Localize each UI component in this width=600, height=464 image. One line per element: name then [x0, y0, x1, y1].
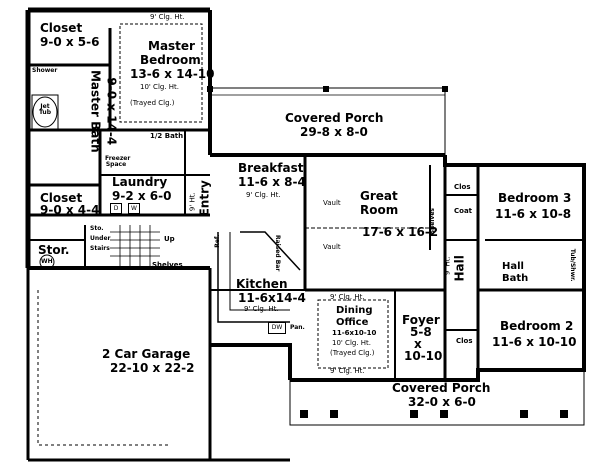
pantry-label: Pan.	[290, 324, 305, 331]
shelves-right-label: Shelves	[428, 208, 436, 235]
covered-porch-top-name: Covered Porch	[285, 111, 384, 125]
bedroom3-clos: Clos	[454, 183, 471, 191]
stor-label: Stor.	[38, 243, 70, 257]
dining-trayed: (Trayed Clg.)	[330, 349, 375, 357]
great-room-dims: 17-6 x 16-2	[362, 225, 439, 239]
kitchen-dims: 11-6x14-4	[238, 291, 306, 305]
raised-bar-label: Raised Bar	[274, 234, 282, 272]
laundry-name: Laundry	[112, 175, 168, 189]
closet-top-dims: 9-0 x 5-6	[40, 35, 100, 49]
master-bedroom-name-2: Bedroom	[140, 53, 201, 67]
covered-porch-top-dims: 29-8 x 8-0	[300, 125, 368, 139]
closet-bottom-dims: 9-0 x 4-4	[40, 203, 100, 217]
breakfast-name: Breakfast	[238, 161, 304, 175]
garage-name: 2 Car Garage	[102, 347, 191, 361]
master-bath-name: Master Bath	[88, 69, 103, 153]
dishwasher-label: DW	[268, 322, 286, 334]
dining-clg: 10' Clg. Ht.	[332, 339, 372, 347]
dryer-label: D	[110, 203, 122, 214]
hall-bath-tub: Tub/Shwr.	[569, 248, 577, 282]
foyer-dims-1: 5-8	[410, 325, 432, 339]
foyer-name: Foyer	[402, 313, 440, 327]
dining-clg-top: 9' Clg. Ht.	[330, 293, 365, 301]
bedroom2-clos: Clos	[456, 337, 473, 345]
hall-bath-name-1: Hall	[502, 261, 524, 272]
laundry-dims: 9-2 x 6-0	[112, 189, 172, 203]
great-room-name-2: Room	[360, 203, 399, 217]
jet-tub-label: Jet Tub	[39, 103, 51, 117]
stairs-up-label: Up	[164, 235, 175, 243]
bedroom2-name: Bedroom 2	[500, 319, 574, 333]
master-bedroom-clg2: 10' Clg. Ht.	[140, 83, 180, 91]
great-room-vault-2: Vault	[323, 243, 341, 251]
sto-under-stairs-3: Stairs	[90, 245, 110, 252]
breakfast-clg: 9' Clg. Ht.	[246, 191, 281, 199]
closet-bottom-name: Closet	[40, 191, 83, 205]
entry-name: Entry	[197, 180, 212, 217]
shower-label: Shower	[32, 67, 58, 74]
breakfast-dims: 11-6 x 8-4	[238, 175, 306, 189]
washer-label: W	[128, 203, 140, 214]
master-bedroom-name-1: Master	[148, 39, 195, 53]
master-bedroom-clg: 9' Clg. Ht.	[150, 13, 185, 21]
covered-porch-bottom-name: Covered Porch	[392, 381, 491, 395]
foyer-dims-2: x	[414, 337, 422, 351]
master-bedroom-dims: 13-6 x 14-10	[130, 67, 215, 81]
water-heater-label: WH	[41, 258, 53, 265]
dining-name-1: Dining	[336, 305, 373, 316]
sto-under-stairs-2: Under	[90, 235, 111, 242]
bedroom3-name: Bedroom 3	[498, 191, 572, 205]
shelves-left-label: Shelves	[152, 261, 183, 269]
master-bedroom-trayed: (Trayed Clg.)	[130, 99, 175, 107]
garage-dims: 22-10 x 22-2	[110, 361, 195, 375]
sto-under-stairs-1: Sto.	[90, 225, 104, 232]
dining-clg-bottom: 9' Clg. Ht.	[330, 367, 365, 375]
dining-name-2: Office	[336, 317, 369, 328]
foyer-dims-3: 10-10	[404, 349, 443, 363]
covered-porch-bottom-dims: 32-0 x 6-0	[408, 395, 476, 409]
hall-name: Hall	[452, 255, 467, 282]
bedroom2-dims: 11-6 x 10-10	[492, 335, 577, 349]
great-room-vault-1: Vault	[323, 199, 341, 207]
great-room-name-1: Great	[360, 189, 398, 203]
bedroom3-coat: Coat	[454, 207, 473, 215]
hall-bath-name-2: Bath	[502, 273, 529, 284]
master-bath-dims: 9-0 x 14-4	[104, 77, 119, 146]
dining-dims: 11-6x10-10	[332, 329, 377, 337]
kitchen-clg: 9' Clg. Ht.	[244, 305, 279, 313]
freezer-label: Freezer Space	[105, 155, 131, 169]
closet-top-name: Closet	[40, 21, 83, 35]
bedroom3-dims: 11-6 x 10-8	[495, 207, 572, 221]
half-bath-label: 1/2 Bath	[150, 132, 184, 140]
kitchen-name: Kitchen	[236, 277, 288, 291]
hall-clg: 9' Ht.	[443, 256, 452, 276]
ref-label: Ref.	[213, 234, 221, 248]
entry-clg: 9' Ht.	[188, 192, 197, 212]
